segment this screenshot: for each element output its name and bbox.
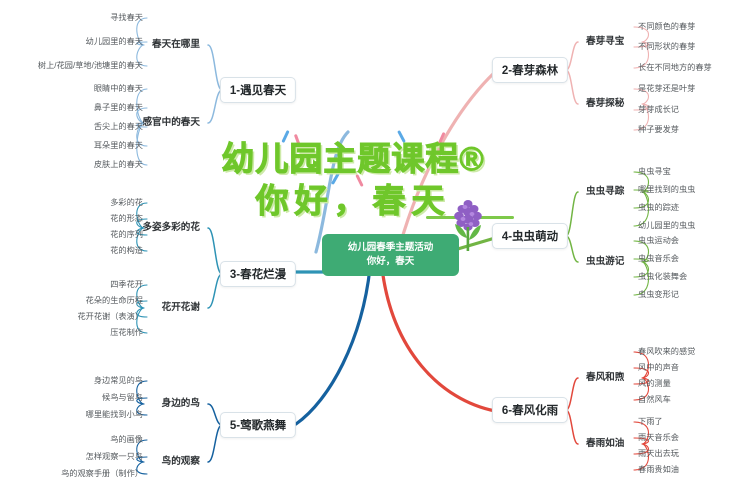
branch-6-group-1-item-1[interactable]: 春风吹来的感觉 <box>638 346 696 356</box>
branch-2-topic-label: 2-春芽森林 <box>501 65 559 77</box>
branch-2-group-2-label[interactable]: 春芽探秘 <box>586 98 625 110</box>
branch-4-group-1-label[interactable]: 虫虫寻踪 <box>586 186 625 198</box>
branch-2-group-2-item-1[interactable]: 是花芽还是叶芽 <box>638 83 696 93</box>
branch-3-group-1-label[interactable]: 多姿多彩的花 <box>142 222 200 234</box>
branch-4-group-2-item-3[interactable]: 虫虫化装舞会 <box>638 271 688 281</box>
branch-6-group-2-item-1[interactable]: 下雨了 <box>638 416 663 426</box>
page-subtitle: 你好，春天 <box>255 182 451 220</box>
branch-6-group-1-item-2[interactable]: 风中的声音 <box>638 362 679 372</box>
branch-6-group-1-label[interactable]: 春风和煦 <box>586 372 625 384</box>
branch-5-group-1-item-2[interactable]: 候鸟与留鸟 <box>102 392 143 402</box>
center-topic-box[interactable]: 幼儿园春季主题活动 你好，春天 <box>322 234 459 276</box>
branch-6-group-2-item-3[interactable]: 雨天出去玩 <box>638 448 679 458</box>
branch-4-group-2-item-4[interactable]: 虫虫变形记 <box>638 289 679 299</box>
branch-1-group-1-item-2[interactable]: 幼儿园里的春天 <box>85 36 143 46</box>
branch-3-topic[interactable]: 3-春花烂漫 <box>219 261 297 287</box>
branch-4-group-2-item-1[interactable]: 虫虫运动会 <box>638 235 679 245</box>
branch-6-group-1-item-3[interactable]: 风的测量 <box>638 378 671 388</box>
branch-2-group-2-item-3[interactable]: 种子要发芽 <box>638 124 679 134</box>
branch-1-group-1-label[interactable]: 春天在哪里 <box>152 39 200 51</box>
center-topic-line2: 你好，春天 <box>366 255 415 267</box>
grass-strip-right <box>476 216 514 219</box>
branch-5-group-1-label[interactable]: 身边的鸟 <box>161 398 200 410</box>
branch-5-group-2-item-3[interactable]: 鸟的观察手册（制作） <box>61 468 143 478</box>
branch-3-group-2-item-1[interactable]: 四季花开 <box>110 279 143 289</box>
branch-1-topic-label: 1-遇见春天 <box>229 85 287 97</box>
branch-2-group-1-label[interactable]: 春芽寻宝 <box>586 36 625 48</box>
center-artwork: 幼儿园主题课程® 你好，春天 <box>188 129 518 280</box>
branch-6-group-1-item-4[interactable]: 自然风车 <box>638 394 671 404</box>
branch-6-group-2-label[interactable]: 春雨如油 <box>586 438 625 450</box>
branch-5-topic[interactable]: 5-莺歌燕舞 <box>219 412 297 438</box>
branch-3-group-2-item-2[interactable]: 花朵的生命历程 <box>85 295 143 305</box>
branch-3-group-2-item-4[interactable]: 压花制作 <box>110 327 143 337</box>
branch-3-group-2-item-3[interactable]: 花开花谢（表演） <box>77 311 143 321</box>
branch-1-group-2-item-3[interactable]: 舌尖上的春天 <box>93 121 143 131</box>
branch-6-group-2-item-2[interactable]: 雨天音乐会 <box>638 432 679 442</box>
branch-4-group-1-item-4[interactable]: 幼儿园里的虫虫 <box>638 220 696 230</box>
hyacinth-icon <box>454 200 482 251</box>
branch-5-group-1-item-1[interactable]: 身边常见的鸟 <box>93 375 143 385</box>
connector <box>380 266 497 413</box>
center-topic-line1: 幼儿园春季主题活动 <box>347 242 434 253</box>
branch-1-topic[interactable]: 1-遇见春天 <box>219 77 297 103</box>
grass-strip-left <box>426 216 456 219</box>
branch-2-group-1-item-1[interactable]: 不同颜色的春芽 <box>638 21 696 31</box>
branch-6-group-2-item-4[interactable]: 春雨贵如油 <box>638 464 679 474</box>
branch-3-group-1-item-3[interactable]: 花的序列 <box>110 229 143 239</box>
branch-1-group-1-item-3[interactable]: 树上/花园/草地/池塘里的春天 <box>37 60 143 70</box>
branch-4-topic[interactable]: 4-虫虫萌动 <box>491 223 569 249</box>
branch-1-group-2-item-2[interactable]: 鼻子里的春天 <box>93 102 143 112</box>
branch-2-group-1-item-3[interactable]: 长在不同地方的春芽 <box>638 62 712 72</box>
branch-3-group-1-item-2[interactable]: 花的形态 <box>110 213 143 223</box>
branch-4-group-1-item-2[interactable]: 哪里找到的虫虫 <box>638 184 696 194</box>
branch-4-topic-label: 4-虫虫萌动 <box>501 231 559 243</box>
branch-6-topic-label: 6-春风化雨 <box>501 405 559 417</box>
branch-5-group-2-label[interactable]: 鸟的观察 <box>161 456 200 468</box>
branch-5-group-1-item-3[interactable]: 哪里能找到小鸟 <box>85 409 143 419</box>
branch-4-group-2-item-2[interactable]: 虫虫音乐会 <box>638 253 679 263</box>
branch-3-group-2-label[interactable]: 花开花谢 <box>161 302 200 314</box>
branch-5-topic-label: 5-莺歌燕舞 <box>229 420 287 432</box>
branch-2-topic[interactable]: 2-春芽森林 <box>491 57 569 83</box>
branch-1-group-2-item-4[interactable]: 耳朵里的春天 <box>93 140 143 150</box>
branch-1-group-2-label[interactable]: 感官中的春天 <box>142 117 200 129</box>
branch-1-group-2-item-5[interactable]: 皮肤上的春天 <box>93 159 143 169</box>
branch-2-group-2-item-2[interactable]: 芽芽成长记 <box>638 104 679 114</box>
branch-4-group-1-item-1[interactable]: 虫虫寻宝 <box>638 166 671 176</box>
branch-3-group-1-item-4[interactable]: 花的构造 <box>110 245 143 255</box>
branch-3-topic-label: 3-春花烂漫 <box>229 269 287 281</box>
branch-1-group-2-item-1[interactable]: 眼睛中的春天 <box>93 83 143 93</box>
branch-1-group-1-item-1[interactable]: 寻找春天 <box>110 12 143 22</box>
connector <box>294 266 372 426</box>
branch-5-group-2-item-1[interactable]: 鸟的画像 <box>110 434 143 444</box>
page-title: 幼儿园主题课程® <box>221 140 485 178</box>
branch-2-group-1-item-2[interactable]: 不同形状的春芽 <box>638 41 696 51</box>
branch-6-topic[interactable]: 6-春风化雨 <box>491 397 569 423</box>
branch-5-group-2-item-2[interactable]: 怎样观察一只鸟 <box>85 451 143 461</box>
branch-3-group-1-item-1[interactable]: 多彩的花 <box>110 197 143 207</box>
branch-4-group-1-item-3[interactable]: 虫虫的踪迹 <box>638 202 679 212</box>
branch-4-group-2-label[interactable]: 虫虫游记 <box>586 256 625 268</box>
